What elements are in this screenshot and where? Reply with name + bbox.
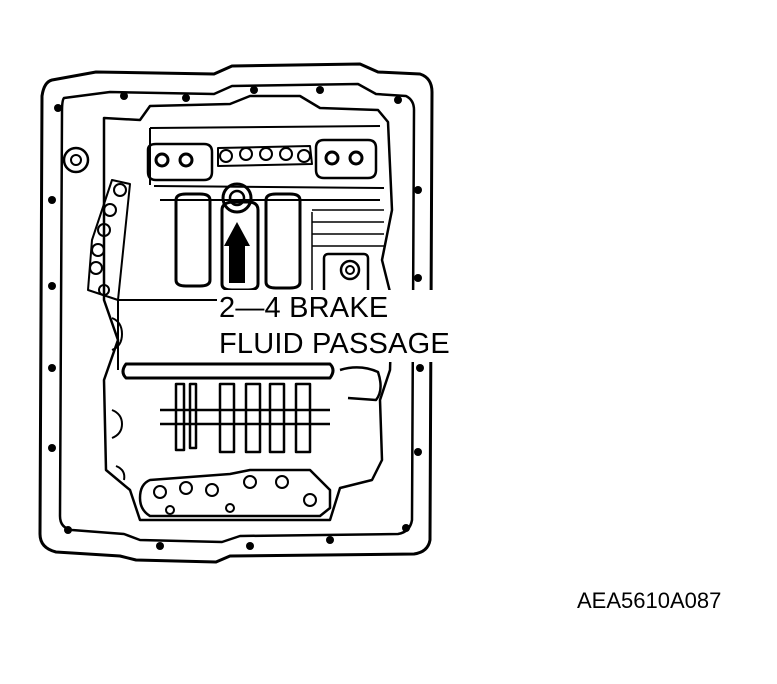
- upper-gasket: [146, 142, 214, 182]
- pan-outer-flange: [38, 62, 434, 564]
- lower-rod: [121, 362, 335, 380]
- fluid-passage-label: 2—4 BRAKE FLUID PASSAGE: [217, 290, 452, 362]
- reference-code: AEA5610A087: [577, 588, 722, 613]
- upper-wall: [149, 125, 385, 201]
- arrow-up-icon: [224, 222, 250, 283]
- fluid-passage-ring: [221, 182, 253, 214]
- callout-line-2: FLUID PASSAGE: [219, 328, 450, 360]
- upper-gasket-right: [314, 138, 378, 180]
- pan-inner-rim: [58, 82, 416, 544]
- slot-left: [174, 192, 212, 288]
- slot-center: [220, 200, 260, 292]
- callout-line-1: 2—4 BRAKE: [219, 292, 389, 324]
- lower-gasket: [138, 468, 332, 518]
- valve-body-outline: [102, 94, 394, 522]
- slot-right: [264, 192, 302, 290]
